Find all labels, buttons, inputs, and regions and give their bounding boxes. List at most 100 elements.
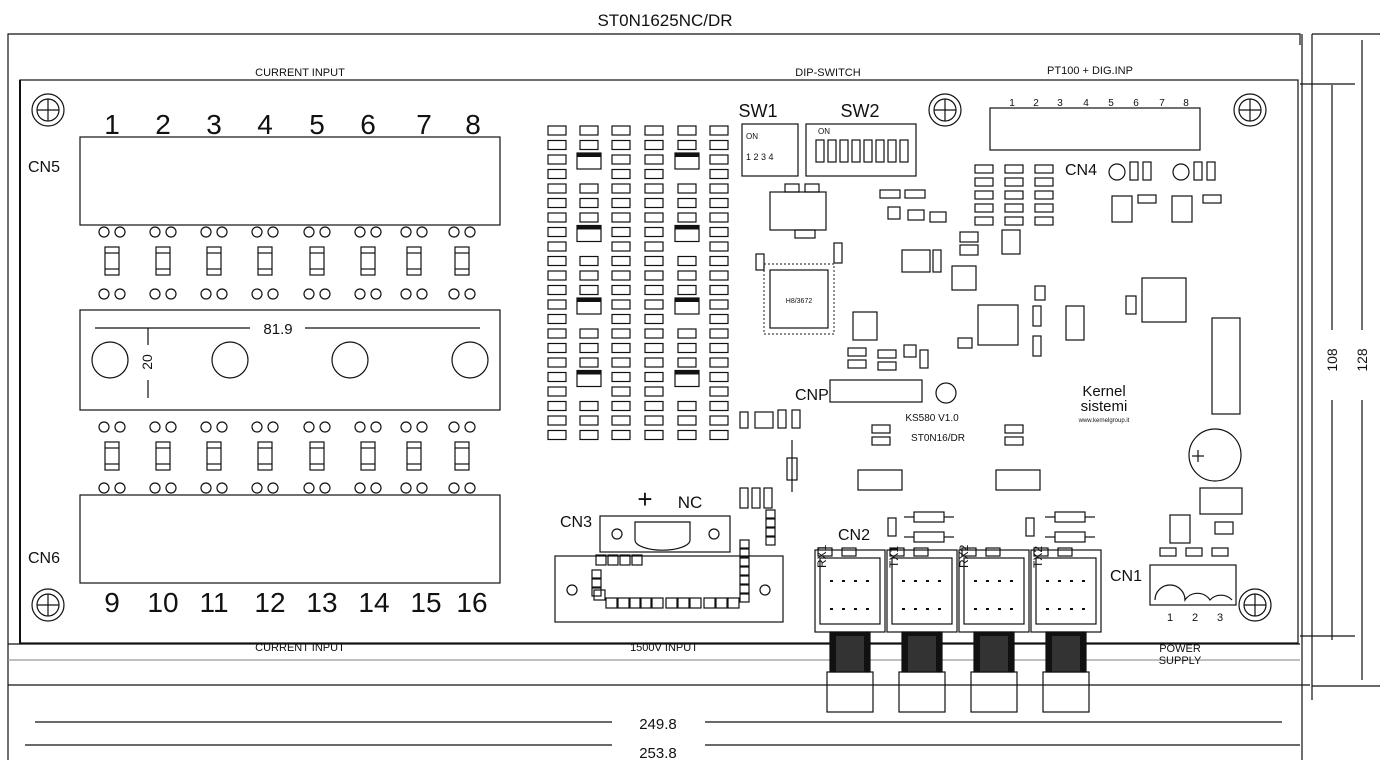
- pin-number: 8: [1183, 98, 1189, 109]
- smd-pad: [579, 284, 599, 296]
- smd-pad: [689, 597, 702, 609]
- smd-pad: [974, 164, 994, 174]
- smd-pad: [644, 270, 664, 281]
- pad: [165, 421, 177, 433]
- cn4-resistor-grid: [974, 164, 1054, 226]
- smd-pad: [709, 415, 729, 426]
- smd-pad: [611, 270, 631, 281]
- pad: [370, 482, 382, 494]
- pad: [416, 226, 428, 238]
- smd-pad: [547, 125, 567, 136]
- smd-pad: [617, 597, 630, 609]
- resistor: [406, 246, 422, 276]
- hv-module: [554, 555, 784, 623]
- pin-number: 7: [1159, 98, 1165, 109]
- smd-pad: [547, 342, 567, 354]
- pad: [448, 421, 460, 433]
- smd-pad: [709, 270, 729, 281]
- pad: [464, 226, 476, 238]
- smd-pad: [709, 241, 729, 252]
- smd-pad: [629, 597, 642, 609]
- channel-number: 1: [104, 109, 120, 140]
- smd-pad: [591, 587, 602, 597]
- smd-pad: [709, 168, 729, 180]
- smd-pad: [611, 125, 631, 136]
- channel-number: 9: [104, 587, 120, 618]
- smd-pad: [611, 400, 631, 412]
- smd-pad: [739, 548, 750, 558]
- resistor: [454, 441, 470, 471]
- resistor: [454, 246, 470, 276]
- smd-pad: [547, 371, 567, 383]
- smd-pad: [677, 139, 697, 151]
- cn1-label: CN1: [1110, 568, 1142, 585]
- pad: [149, 482, 161, 494]
- mounting-hole-tr: [1233, 93, 1267, 127]
- pad: [416, 421, 428, 433]
- smd-pad: [974, 190, 994, 200]
- smd-pad: [591, 578, 602, 588]
- pad: [200, 226, 212, 238]
- smd-pad: [579, 328, 599, 339]
- resistor: [155, 246, 171, 276]
- power-label-2: SUPPLY: [1159, 655, 1202, 667]
- pad: [464, 288, 476, 300]
- pad: [319, 288, 331, 300]
- cn5-label: CN5: [28, 159, 60, 176]
- pin-number: 5: [1108, 98, 1114, 109]
- pad: [251, 226, 263, 238]
- smd-pad: [709, 197, 729, 209]
- smd-pad: [579, 183, 599, 194]
- smd-pad: [1033, 547, 1049, 557]
- pad: [165, 226, 177, 238]
- smd-pad: [579, 400, 599, 412]
- pin-number: 4: [1083, 98, 1089, 109]
- current-input-top-label: CURRENT INPUT: [255, 67, 345, 79]
- smd-pad: [1034, 177, 1054, 187]
- smd-pad: [709, 154, 729, 165]
- smd-pad: [644, 415, 664, 426]
- resistor: [257, 441, 273, 471]
- sw1-on: ON: [746, 132, 758, 141]
- pad: [216, 226, 228, 238]
- smd-pad: [547, 400, 567, 412]
- smd-pad: [677, 357, 697, 368]
- sw2-on: ON: [818, 127, 830, 136]
- fiber-cap: [826, 671, 874, 713]
- smd-pad: [547, 299, 567, 310]
- channel-number: 4: [257, 109, 273, 140]
- smd-pad: [547, 429, 567, 441]
- smd-pad: [611, 342, 631, 354]
- dip-key: [827, 139, 837, 163]
- dim-20: 20: [139, 354, 155, 370]
- dip-key: [863, 139, 873, 163]
- smd-pad: [709, 284, 729, 296]
- pin-number: 2: [1192, 612, 1198, 624]
- smd-pad: [579, 342, 599, 354]
- smd-pad: [709, 212, 729, 223]
- smd-pad: [677, 415, 697, 426]
- pad: [400, 482, 412, 494]
- smd-pad: [739, 566, 750, 576]
- dip-key: [815, 139, 825, 163]
- channel-number: 6: [360, 109, 376, 140]
- smd-pad: [644, 139, 664, 151]
- smd-pad: [765, 536, 776, 546]
- smd-pad: [547, 386, 567, 397]
- smd-pad: [644, 342, 664, 354]
- fiber-cap: [898, 671, 946, 713]
- smd-pad: [579, 255, 599, 267]
- dip-key: [839, 139, 849, 163]
- smd-pad: [611, 429, 631, 441]
- pad: [114, 482, 126, 494]
- sw2-label: SW2: [840, 101, 879, 121]
- channel-number: 3: [206, 109, 222, 140]
- smd-pad: [1034, 190, 1054, 200]
- resistor: [104, 441, 120, 471]
- smd-pad: [579, 197, 599, 209]
- smd-pad: [841, 547, 857, 557]
- smd-pad: [644, 241, 664, 252]
- cn2-label: CN2: [838, 527, 870, 544]
- pad: [416, 482, 428, 494]
- resistor: [309, 441, 325, 471]
